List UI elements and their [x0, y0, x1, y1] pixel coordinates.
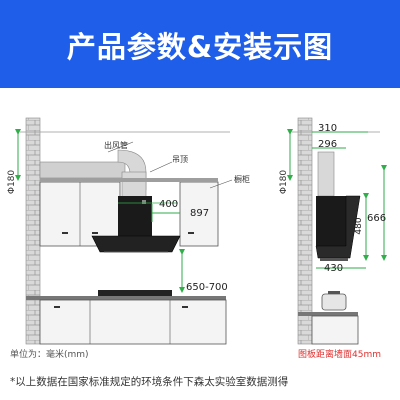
- installation-diagram: 出风管 吊顶 橱柜 Φ180 400 897 650-700 310 296 Φ…: [7, 117, 387, 345]
- upper-cabinet-right: [179, 181, 219, 247]
- right-view: [287, 117, 387, 345]
- left-view: [15, 117, 233, 345]
- label-duct: 出风管: [104, 140, 128, 150]
- dim-430: 430: [324, 263, 343, 274]
- right-duct: [317, 151, 335, 197]
- lower-cabinet: [39, 299, 227, 345]
- dim-left-height: Φ180: [7, 170, 17, 195]
- distance-note: 图板距离墙面45mm: [298, 350, 381, 360]
- label-cabinet: 橱柜: [234, 174, 250, 184]
- dim-296: 296: [318, 139, 337, 150]
- dim-666: 666: [367, 213, 386, 224]
- right-brick-wall: [297, 117, 313, 345]
- right-hood-body: [316, 196, 346, 246]
- dim-897: 897: [190, 208, 209, 219]
- duct: [39, 161, 126, 179]
- unit-note: 单位为：毫米(mm): [10, 350, 89, 360]
- dim-install-height: 650-700: [186, 282, 228, 293]
- stove: [98, 290, 172, 296]
- range-hood-panel: [91, 235, 181, 253]
- pot: [321, 293, 347, 311]
- right-lower-cabinet: [311, 315, 359, 345]
- right-hood-panel: [315, 195, 361, 259]
- dim-310: 310: [318, 123, 337, 134]
- title-banner: 产品参数&安装示图: [0, 0, 400, 88]
- left-brick-wall: [25, 117, 41, 345]
- footnote: *以上数据在国家标准规定的环境条件下森太实验室数据测得: [10, 376, 289, 388]
- dim-400: 400: [159, 199, 178, 210]
- dim-480: 480: [354, 217, 364, 234]
- dim-right-height: Φ180: [279, 170, 289, 195]
- banner-title: 产品参数&安装示图: [66, 30, 334, 64]
- label-ceiling: 吊顶: [172, 155, 188, 164]
